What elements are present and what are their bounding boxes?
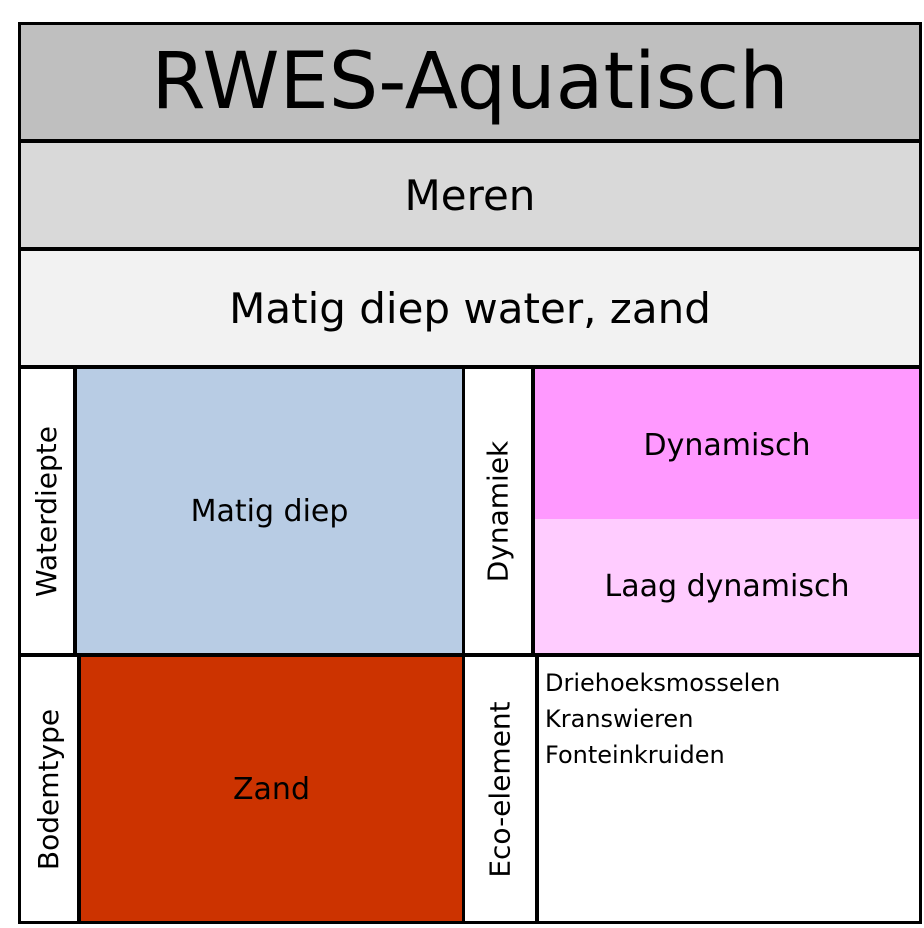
title-text: RWES-Aquatisch	[151, 37, 789, 127]
subcategory-row: Matig diep water, zand	[18, 248, 922, 368]
dynamisch-value: Dynamisch	[643, 427, 811, 463]
eco-element-item: Driehoeksmosselen	[545, 669, 781, 697]
category-text: Meren	[404, 170, 536, 220]
waterdiepte-label-text: Waterdiepte	[30, 425, 64, 597]
laag-dynamisch-value: Laag dynamisch	[604, 568, 850, 604]
bodemtype-value: Zand	[233, 771, 310, 807]
dynamiek-label: Dynamiek	[462, 366, 534, 656]
bodemtype-cell: Zand	[78, 654, 465, 924]
diagram-title: RWES-Aquatisch	[18, 22, 922, 142]
laag-dynamisch-cell: Laag dynamisch	[532, 519, 922, 656]
eco-element-label-text: Eco-element	[483, 700, 517, 878]
waterdiepte-label: Waterdiepte	[18, 366, 76, 656]
bodemtype-label: Bodemtype	[18, 654, 80, 924]
subcategory-text: Matig diep water, zand	[229, 283, 711, 333]
dynamiek-label-text: Dynamiek	[481, 440, 515, 582]
waterdiepte-cell: Matig diep	[74, 366, 465, 656]
eco-element-cell: Driehoeksmosselen Kranswieren Fonteinkru…	[536, 654, 922, 924]
category-row: Meren	[18, 140, 922, 250]
dynamisch-cell: Dynamisch	[532, 366, 922, 521]
bodemtype-label-text: Bodemtype	[32, 708, 66, 870]
eco-element-item: Fonteinkruiden	[545, 741, 725, 769]
eco-element-item: Kranswieren	[545, 705, 694, 733]
eco-element-label: Eco-element	[462, 654, 538, 924]
waterdiepte-value: Matig diep	[190, 493, 349, 529]
